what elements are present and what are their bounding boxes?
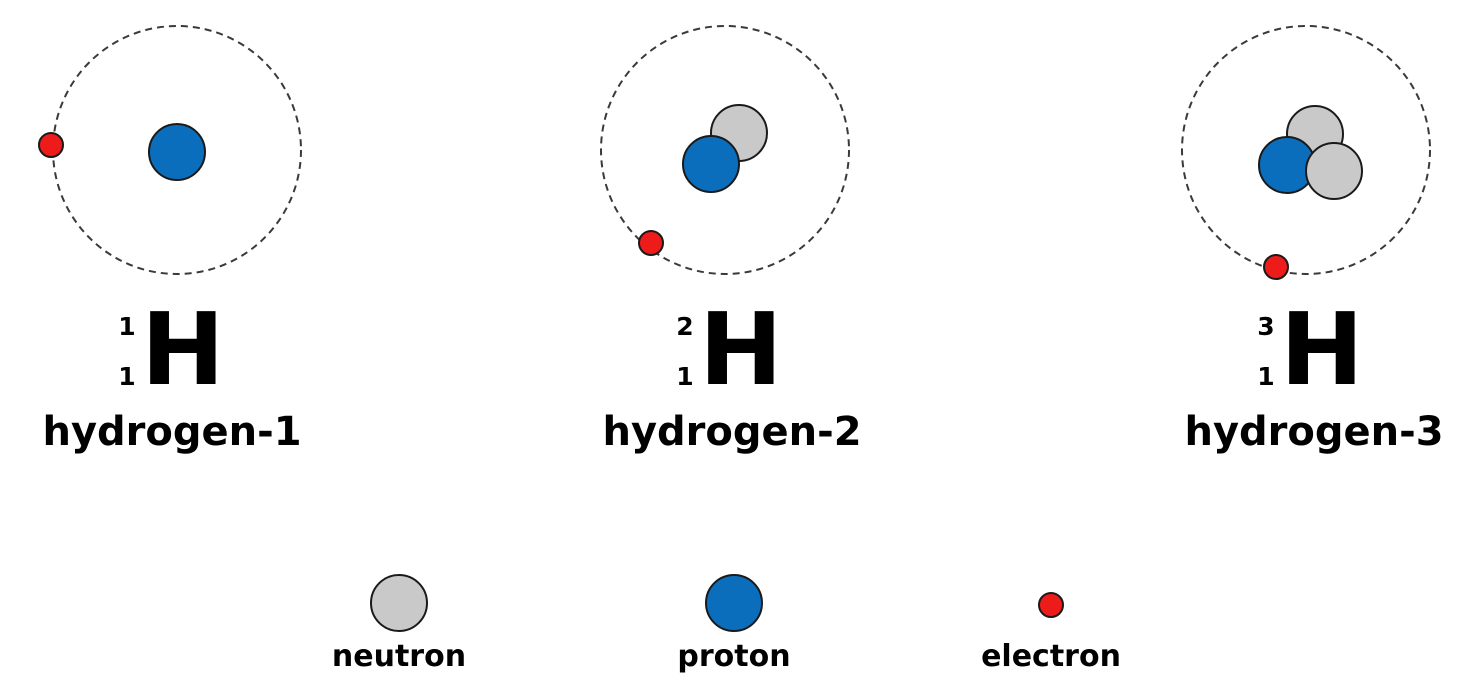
element-symbol: H	[1280, 291, 1364, 408]
atom-hydrogen-2	[600, 25, 850, 275]
legend-label-electron: electron	[981, 639, 1121, 674]
atom-hydrogen-1	[38, 25, 302, 275]
mass-number: 3	[1257, 312, 1275, 341]
mass-number: 1	[118, 312, 136, 341]
isotope-symbol-hydrogen-2: 2 1 H	[675, 300, 795, 400]
isotope-name-hydrogen-2: hydrogen-2	[602, 409, 862, 455]
isotope-name-hydrogen-1: hydrogen-1	[42, 409, 302, 455]
electron	[638, 230, 664, 256]
neutron	[1305, 142, 1363, 200]
atomic-number: 1	[1257, 362, 1275, 391]
element-symbol: H	[699, 291, 783, 408]
element-symbol: H	[141, 291, 225, 408]
mass-number: 2	[676, 312, 694, 341]
atomic-number: 1	[676, 362, 694, 391]
electron	[1263, 254, 1289, 280]
proton	[682, 135, 740, 193]
legend-label-neutron: neutron	[331, 639, 467, 674]
legend-swatches	[370, 574, 1064, 632]
orbit	[600, 25, 850, 275]
electron	[1038, 592, 1064, 618]
neutron	[370, 574, 428, 632]
atom-hydrogen-3	[1181, 25, 1431, 280]
isotope-name-hydrogen-3: hydrogen-3	[1184, 409, 1444, 455]
proton	[148, 123, 206, 181]
orbit	[1181, 25, 1431, 275]
legend-label-proton: proton	[677, 639, 791, 674]
isotope-symbol-hydrogen-1: 1 1 H	[117, 300, 237, 400]
atomic-number: 1	[118, 362, 136, 391]
proton	[705, 574, 763, 632]
electron	[38, 132, 64, 158]
isotope-symbol-hydrogen-3: 3 1 H	[1256, 300, 1376, 400]
